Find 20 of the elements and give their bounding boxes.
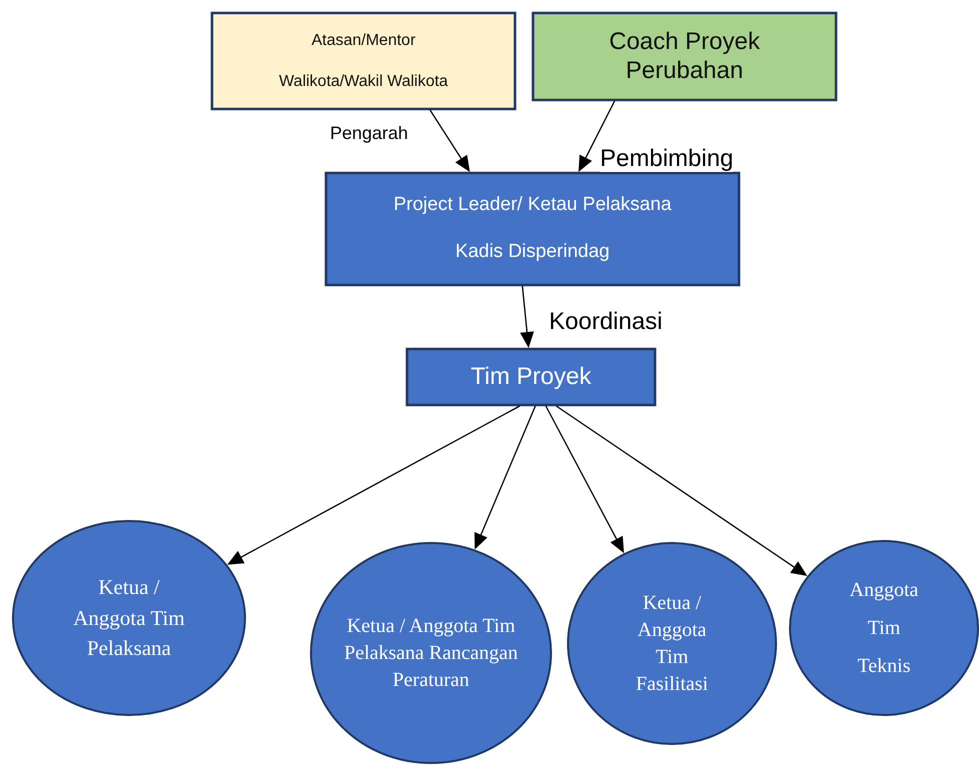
node-label: Tim Proyek [470, 362, 592, 392]
team-circle [310, 542, 552, 764]
mentor-box [211, 12, 516, 110]
node-label: Ketua / Anggota Tim Pelaksana Rancangan Peraturan [343, 614, 519, 692]
team-box [406, 348, 656, 406]
team-circle [12, 520, 246, 716]
coach-box [532, 12, 837, 101]
team-circle [567, 542, 777, 745]
edge-label: Pengarah [330, 124, 408, 144]
leader-box [325, 172, 740, 286]
node-label: Atasan/Mentor [311, 30, 416, 50]
node-label: Ketua / Anggota Tim Fasilitasi [634, 590, 710, 696]
node-label: Anggota Tim Teknis [848, 578, 920, 679]
node-label: Coach Proyek Perubahan [608, 28, 761, 86]
team-circle [789, 540, 979, 716]
edge-label: Pembimbing [600, 146, 734, 172]
node-label: Kadis Disperindag [455, 241, 610, 264]
node-label: Ketua / Anggota Tim Pelaksana [72, 574, 186, 662]
node-label: Project Leader/ Ketau Pelaksana [394, 194, 672, 217]
node-label: Walikota/Wakil Walikota [279, 72, 448, 92]
